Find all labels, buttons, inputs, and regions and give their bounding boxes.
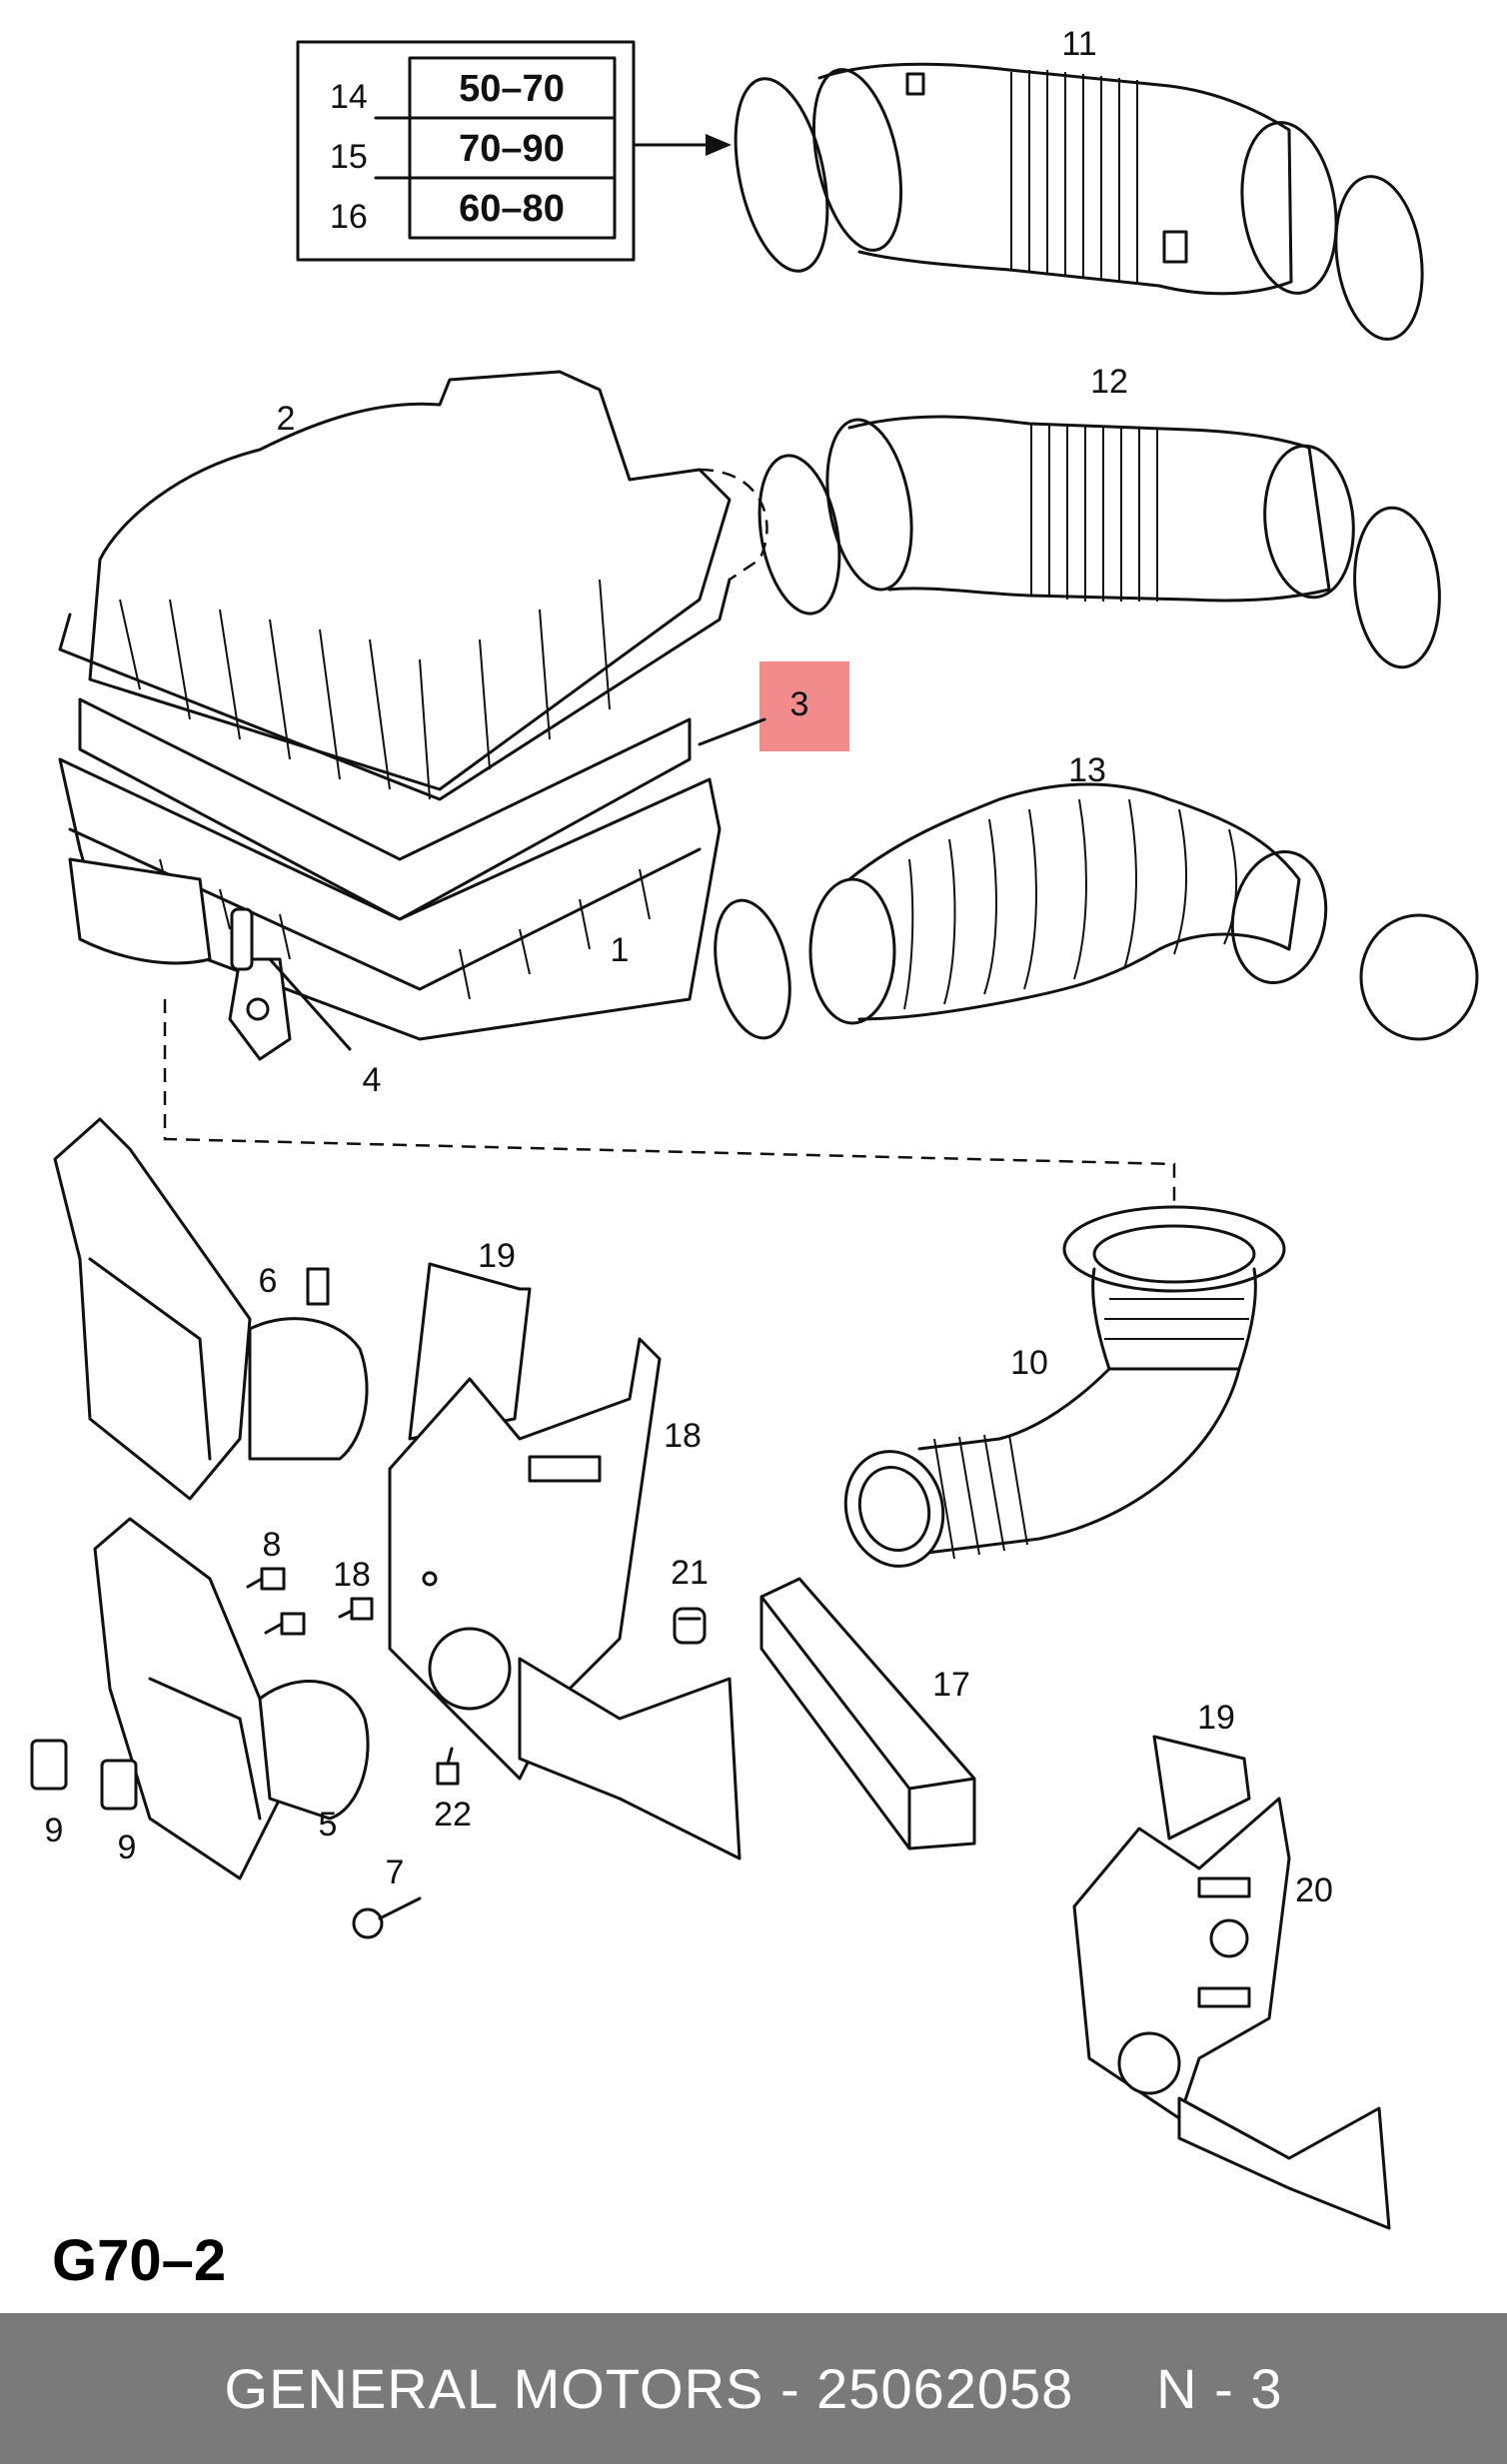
- torque-table: 14 50–70 15 70–90 16 60–80: [296, 40, 732, 262]
- diagram-code: G70–2: [52, 2228, 226, 2293]
- air-cleaner-housing: [58, 370, 768, 1061]
- part-22-bolt: [436, 1747, 460, 1786]
- part-18-bracket: [388, 1337, 742, 1860]
- part-label-4: 4: [363, 1061, 382, 1099]
- part-19-shield-lower: [1152, 1735, 1251, 1841]
- part-label-7: 7: [386, 1853, 405, 1891]
- part-label-17: 17: [932, 1666, 970, 1704]
- part-label-5: 5: [319, 1806, 338, 1844]
- part-label-18b: 18: [333, 1556, 371, 1594]
- table-row-3-range: 60–80: [459, 188, 565, 230]
- part-label-20: 20: [1295, 1871, 1333, 1909]
- part-label-19a: 19: [478, 1237, 516, 1275]
- hose-10: [843, 1205, 1286, 1568]
- part-label-9b: 9: [118, 1829, 137, 1866]
- exploded-parts-diagram: 14 50–70 15 70–90 16 60–80 11: [30, 25, 1479, 2293]
- footer-text: GENERAL MOTORS - 25062058 N - 3: [224, 2357, 1283, 2420]
- hose-13: [714, 782, 1479, 1041]
- part-label-19b: 19: [1197, 1699, 1235, 1737]
- part-18-bolt: [338, 1597, 374, 1621]
- hose-12: [757, 415, 1441, 669]
- part-label-11: 11: [1061, 25, 1096, 63]
- part-17-foam-block: [759, 1577, 976, 1850]
- part-label-6: 6: [259, 1262, 278, 1300]
- table-row-2-part: 15: [330, 138, 368, 176]
- part-label-12: 12: [1090, 363, 1128, 401]
- hose-11: [734, 62, 1424, 341]
- highlighted-part-3: [759, 661, 849, 751]
- part-7-screw: [352, 1896, 422, 1939]
- part-label-13: 13: [1068, 751, 1106, 789]
- table-row-2-range: 70–90: [459, 128, 565, 170]
- part-6-duct: [53, 1117, 369, 1501]
- part-8-bolts: [246, 1567, 306, 1636]
- part-21-grommet: [673, 1607, 707, 1645]
- part-label-3: 3: [790, 685, 809, 723]
- footer-bar: GENERAL MOTORS - 25062058 N - 3: [0, 2313, 1507, 2464]
- part-label-2: 2: [277, 400, 296, 438]
- part-label-18a: 18: [664, 1417, 702, 1455]
- part-20-bracket: [1072, 1797, 1391, 2230]
- part-label-10: 10: [1010, 1344, 1048, 1382]
- part-label-1: 1: [611, 931, 630, 969]
- part-9-pad-b: [100, 1759, 138, 1811]
- part-label-22: 22: [434, 1796, 472, 1834]
- table-row-1-part: 14: [330, 78, 368, 116]
- part-19-shield: [408, 1262, 532, 1441]
- part-label-9a: 9: [45, 1812, 64, 1849]
- arrow-icon: [706, 134, 732, 156]
- part-label-21: 21: [671, 1554, 709, 1592]
- part-label-8: 8: [263, 1526, 282, 1564]
- part-5-duct: [93, 1517, 370, 1880]
- table-row-1-range: 50–70: [459, 68, 565, 110]
- part-9-pad-a: [30, 1739, 68, 1791]
- table-row-3-part: 16: [330, 198, 368, 236]
